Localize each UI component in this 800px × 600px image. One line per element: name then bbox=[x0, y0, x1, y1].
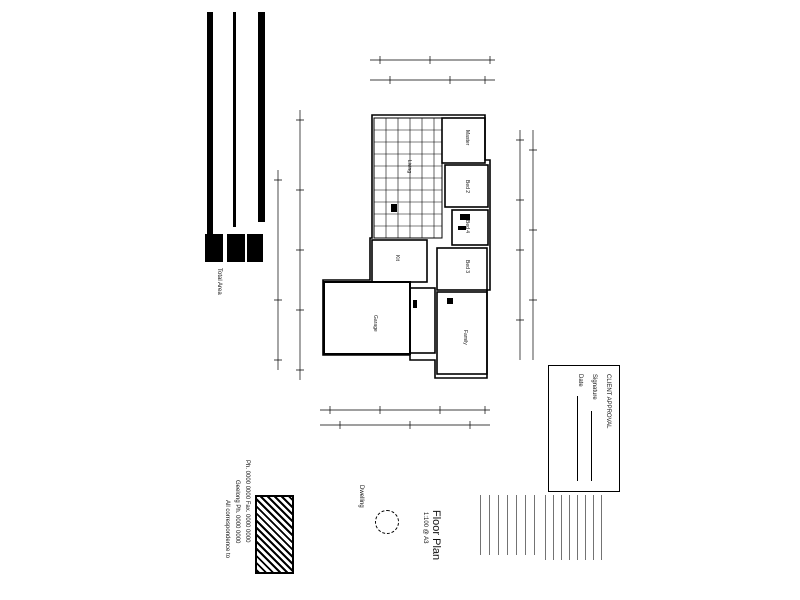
room-label-bed4: Bed 4 bbox=[464, 220, 470, 234]
title-strip-bar-2 bbox=[233, 12, 236, 227]
date-line bbox=[577, 396, 578, 481]
legend-list bbox=[480, 495, 540, 555]
builder-logo bbox=[255, 495, 294, 574]
north-point-icon bbox=[375, 510, 399, 534]
title-strip-bar-3 bbox=[258, 12, 265, 222]
room-label-bed2: Bed 2 bbox=[464, 180, 470, 194]
room-label-bed3: Bed 3 bbox=[464, 260, 470, 274]
room-label-kitchen: Kit bbox=[394, 255, 400, 261]
logo-blocks bbox=[205, 232, 265, 264]
room-label-family: Family bbox=[462, 330, 468, 345]
room-label-garage: Garage bbox=[372, 315, 378, 332]
title-strip-bar bbox=[207, 12, 213, 252]
signature-line bbox=[591, 411, 592, 481]
room-label-living: Living bbox=[406, 160, 412, 174]
notes-list bbox=[545, 495, 605, 560]
room-label-master: Master bbox=[464, 130, 470, 146]
client-approval-box: CLIENT APPROVAL Signature Date bbox=[548, 365, 620, 492]
